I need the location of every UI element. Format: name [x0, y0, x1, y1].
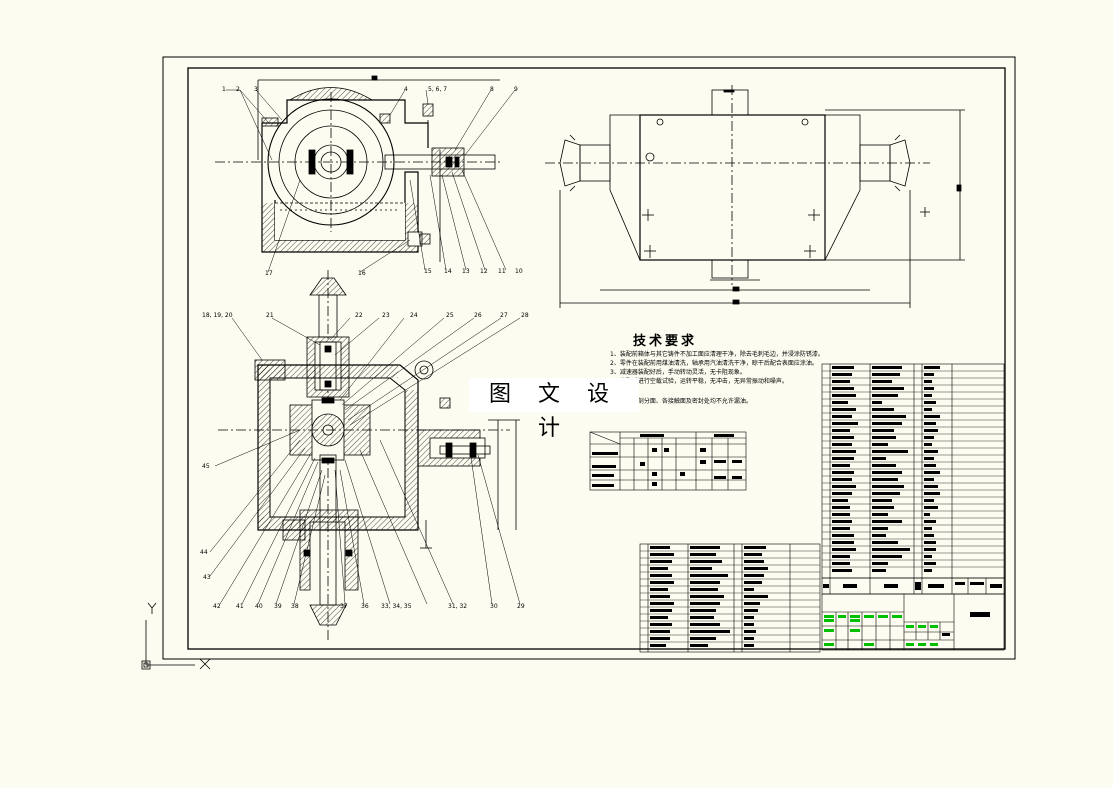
tech-requirement-1: 1、装配前箱体与其它铸件不加工面应清理干净，除去毛刺毛边，并浸涂防锈漆。: [610, 351, 824, 358]
outer-border: [162, 56, 1016, 660]
plan-view: [545, 85, 965, 308]
callout-3: 3: [254, 86, 258, 93]
bottom-section-view: [218, 270, 520, 640]
callout-16: 16: [358, 270, 366, 277]
parts-list-text-bars: [832, 366, 940, 572]
callout-5-6-7: 5, 6, 7: [428, 86, 448, 93]
callout-14: 14: [444, 268, 452, 275]
ucs-axis-icon: [141, 602, 211, 670]
callout-41: 41: [236, 603, 244, 610]
callout-11: 11: [498, 268, 506, 275]
parts-list-rows: [822, 370, 1004, 568]
tech-requirement-3: 3、减速器装配好后，手动转动灵活，无卡阻现象。: [610, 369, 746, 376]
callout-25: 25: [446, 312, 454, 319]
callout-17: 17: [265, 270, 273, 277]
inner-border: [187, 67, 1006, 650]
title-block: [821, 593, 1005, 651]
title-block-green-text: [824, 615, 938, 646]
tech-requirement-2: 2、零件在装配前用煤油清洗，轴承用汽油清洗干净，晾干后配合表面应涂油。: [610, 360, 818, 367]
tech-requirements-title: 技术要求: [633, 334, 698, 349]
callout-4: 4: [404, 86, 408, 93]
tech-requirement-4: 4、装配后进行空载试验，运转平稳，无冲击，无异常振动和噪声。: [610, 378, 788, 385]
parts-list-bottom-rows: [640, 550, 820, 643]
callout-36: 36: [361, 603, 369, 610]
callout-10: 10: [515, 268, 523, 275]
callout-43: 43: [203, 574, 211, 581]
callout-8: 8: [490, 86, 494, 93]
parts-list-bottom: [639, 543, 821, 653]
callout-29: 29: [517, 603, 525, 610]
callout-27: 27: [500, 312, 508, 319]
top-section-view: [215, 75, 500, 262]
bottom-leaders: [209, 317, 521, 605]
callout-38: 38: [291, 603, 299, 610]
callout-30: 30: [490, 603, 498, 610]
callout-40: 40: [255, 603, 263, 610]
callout-15: 15: [424, 268, 432, 275]
title-block-black-text: [942, 612, 990, 636]
callout-18-19-20: 18, 19, 20: [202, 312, 233, 319]
top-leaders: [226, 89, 516, 273]
callout-45: 45: [202, 463, 210, 470]
callout-1: 1: [222, 86, 226, 93]
callout-28: 28: [521, 312, 529, 319]
lube-table-text: [592, 434, 742, 487]
callout-2: 2: [236, 86, 240, 93]
callout-9: 9: [514, 86, 518, 93]
callout-42: 42: [213, 603, 221, 610]
callout-31-32: 31, 32: [448, 603, 468, 610]
callout-21: 21: [266, 312, 274, 319]
callout-24: 24: [410, 312, 418, 319]
watermark-banner: 图 文 设 计: [469, 378, 639, 441]
callout-44: 44: [200, 549, 208, 556]
callout-33-34-35: 33, 34, 35: [381, 603, 412, 610]
callout-22: 22: [355, 312, 363, 319]
callout-12: 12: [480, 268, 488, 275]
callout-13: 13: [462, 268, 470, 275]
lube-table: [589, 431, 747, 491]
callout-37: 37: [340, 603, 348, 610]
parts-list-header-text: [823, 582, 1002, 590]
callout-39: 39: [274, 603, 282, 610]
callout-26: 26: [474, 312, 482, 319]
parts-list-bottom-text: [650, 546, 768, 647]
callout-23: 23: [382, 312, 390, 319]
tech-requirement-5: 5、减速器剖分面、各接触面及密封处均不允许漏油。: [610, 398, 752, 405]
